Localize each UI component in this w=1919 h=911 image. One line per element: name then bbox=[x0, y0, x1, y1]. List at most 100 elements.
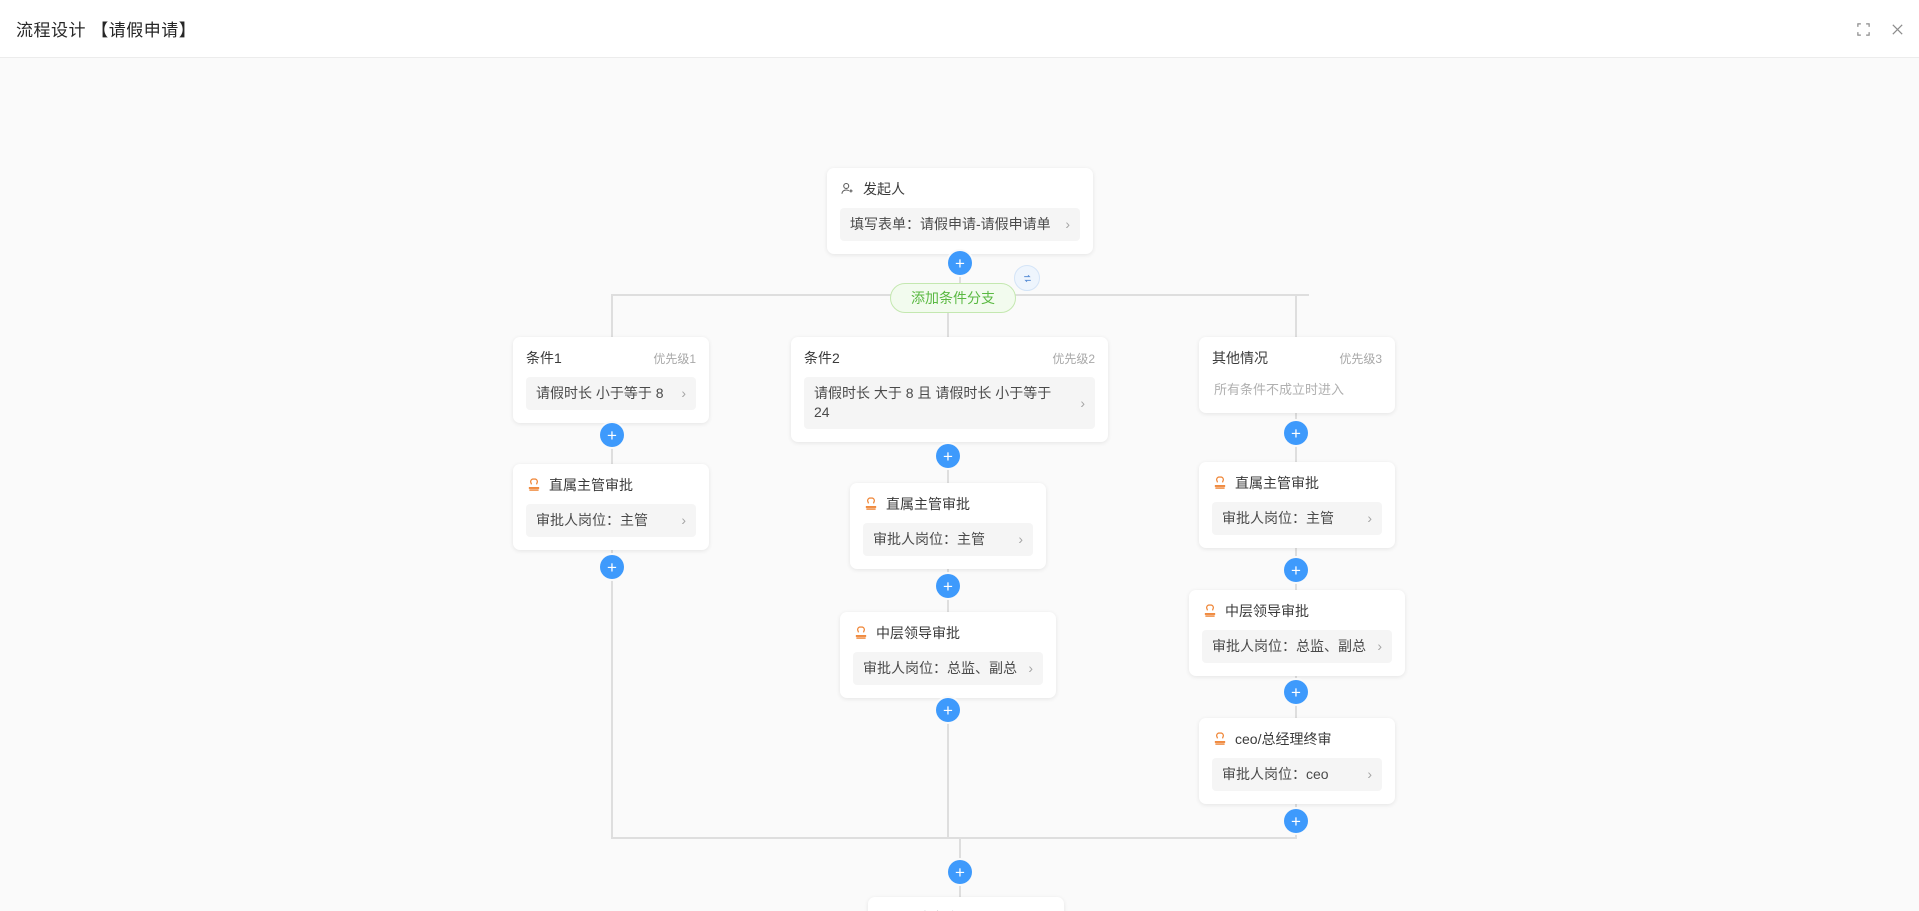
chevron-right-icon: › bbox=[1367, 766, 1372, 783]
node-start-title: 发起人 bbox=[863, 181, 905, 197]
node-right-approval-3-header: ceo/总经理终审 bbox=[1212, 729, 1382, 749]
add-node-button-right-2[interactable]: + bbox=[1284, 558, 1308, 582]
flow-canvas[interactable]: 发起人 填写表单：请假申请-请假申请单 › 添加条件分支 条件1 优先级1 请假… bbox=[0, 58, 1919, 911]
chevron-right-icon: › bbox=[1367, 510, 1372, 527]
plus-icon: + bbox=[943, 446, 953, 466]
condition-3-header: 其他情况 优先级3 bbox=[1212, 348, 1382, 368]
connector-split-right bbox=[1295, 294, 1297, 337]
node-right-approval-2-title: 中层领导审批 bbox=[1225, 603, 1309, 619]
plus-icon: + bbox=[607, 425, 617, 445]
condition-3-priority: 优先级3 bbox=[1339, 352, 1382, 366]
condition-3-title: 其他情况 bbox=[1212, 350, 1268, 366]
connector-split-left bbox=[611, 294, 613, 337]
connector-left-1 bbox=[611, 413, 613, 484]
stamp-icon bbox=[863, 496, 879, 512]
add-node-button-left-2[interactable]: + bbox=[600, 555, 624, 579]
add-condition-branch-button[interactable]: 添加条件分支 bbox=[890, 283, 1016, 313]
stamp-icon bbox=[1202, 603, 1218, 619]
chevron-right-icon: › bbox=[681, 385, 686, 402]
connector-right-1 bbox=[1295, 411, 1297, 482]
node-right-approval-1-header: 直属主管审批 bbox=[1212, 473, 1382, 493]
node-end-hr-record[interactable]: 人事备案 审批人岗位：人事 › bbox=[868, 897, 1064, 911]
condition-1-body[interactable]: 请假时长 小于等于 8 › bbox=[526, 377, 696, 410]
node-mid-approval-1-title: 直属主管审批 bbox=[886, 496, 970, 512]
add-node-button-left-1[interactable]: + bbox=[600, 423, 624, 447]
node-right-approval-1[interactable]: 直属主管审批 审批人岗位：主管 › bbox=[1199, 462, 1395, 548]
plus-icon: + bbox=[955, 253, 965, 273]
node-mid-approval-2[interactable]: 中层领导审批 审批人岗位：总监、副总 › bbox=[840, 612, 1056, 698]
node-right-approval-2-header: 中层领导审批 bbox=[1202, 601, 1392, 621]
node-right-approval-3-body[interactable]: 审批人岗位：ceo › bbox=[1212, 758, 1382, 791]
node-mid-approval-1-header: 直属主管审批 bbox=[863, 494, 1033, 514]
window-titlebar: 流程设计 【请假申请】 bbox=[0, 0, 1919, 58]
condition-2-body[interactable]: 请假时长 大于 8 且 请假时长 小于等于 24 › bbox=[804, 377, 1095, 429]
node-right-approval-2-role: 审批人岗位：总监、副总 bbox=[1212, 638, 1366, 654]
condition-1-title: 条件1 bbox=[526, 350, 562, 366]
add-node-button-mid-1[interactable]: + bbox=[936, 444, 960, 468]
node-mid-approval-2-header: 中层领导审批 bbox=[853, 623, 1043, 643]
node-left-approval-1-role: 审批人岗位：主管 bbox=[536, 512, 648, 528]
plus-icon: + bbox=[955, 862, 965, 882]
plus-icon: + bbox=[1291, 811, 1301, 831]
plus-icon: + bbox=[1291, 560, 1301, 580]
node-left-approval-1-header: 直属主管审批 bbox=[526, 475, 696, 495]
chevron-right-icon: › bbox=[1028, 660, 1033, 677]
node-right-approval-3[interactable]: ceo/总经理终审 审批人岗位：ceo › bbox=[1199, 718, 1395, 804]
node-right-approval-3-role: 审批人岗位：ceo bbox=[1222, 766, 1329, 782]
swap-icon[interactable] bbox=[1014, 265, 1040, 291]
plus-icon: + bbox=[1291, 423, 1301, 443]
chevron-right-icon: › bbox=[1018, 531, 1023, 548]
node-right-approval-2[interactable]: 中层领导审批 审批人岗位：总监、副总 › bbox=[1189, 590, 1405, 676]
plus-icon: + bbox=[943, 576, 953, 596]
add-condition-branch-label: 添加条件分支 bbox=[911, 290, 995, 306]
node-start-header: 发起人 bbox=[840, 179, 1080, 199]
node-mid-approval-2-body[interactable]: 审批人岗位：总监、副总 › bbox=[853, 652, 1043, 685]
add-node-button-after-merge[interactable]: + bbox=[948, 860, 972, 884]
stamp-icon bbox=[1212, 475, 1228, 491]
node-condition-1[interactable]: 条件1 优先级1 请假时长 小于等于 8 › bbox=[513, 337, 709, 423]
add-node-button-right-3[interactable]: + bbox=[1284, 680, 1308, 704]
node-right-approval-1-title: 直属主管审批 bbox=[1235, 475, 1319, 491]
add-node-button-right-4[interactable]: + bbox=[1284, 809, 1308, 833]
node-left-approval-1[interactable]: 直属主管审批 审批人岗位：主管 › bbox=[513, 464, 709, 550]
connector-mid-3 bbox=[947, 685, 949, 838]
node-condition-3[interactable]: 其他情况 优先级3 所有条件不成立时进入 bbox=[1199, 337, 1395, 413]
close-icon[interactable] bbox=[1889, 21, 1905, 37]
node-condition-2[interactable]: 条件2 优先级2 请假时长 大于 8 且 请假时长 小于等于 24 › bbox=[791, 337, 1108, 442]
node-mid-approval-2-role: 审批人岗位：总监、副总 bbox=[863, 660, 1017, 676]
plus-icon: + bbox=[1291, 682, 1301, 702]
node-start[interactable]: 发起人 填写表单：请假申请-请假申请单 › bbox=[827, 168, 1093, 254]
add-node-button-mid-3[interactable]: + bbox=[936, 698, 960, 722]
chevron-right-icon: › bbox=[1377, 638, 1382, 655]
add-node-button-mid-2[interactable]: + bbox=[936, 574, 960, 598]
stamp-icon bbox=[526, 477, 542, 493]
plus-icon: + bbox=[607, 557, 617, 577]
compress-icon[interactable] bbox=[1855, 21, 1871, 37]
plus-icon: + bbox=[943, 700, 953, 720]
add-node-button-after-start[interactable]: + bbox=[948, 251, 972, 275]
node-right-approval-1-role: 审批人岗位：主管 bbox=[1222, 510, 1334, 526]
chevron-right-icon: › bbox=[681, 512, 686, 529]
node-right-approval-2-body[interactable]: 审批人岗位：总监、副总 › bbox=[1202, 630, 1392, 663]
node-right-approval-3-title: ceo/总经理终审 bbox=[1235, 731, 1332, 747]
node-right-approval-1-body[interactable]: 审批人岗位：主管 › bbox=[1212, 502, 1382, 535]
node-left-approval-1-title: 直属主管审批 bbox=[549, 477, 633, 493]
connector-merge-bar bbox=[611, 837, 1297, 839]
node-start-body[interactable]: 填写表单：请假申请-请假申请单 › bbox=[840, 208, 1080, 241]
flow-nodes: 发起人 填写表单：请假申请-请假申请单 › 添加条件分支 条件1 优先级1 请假… bbox=[0, 58, 1919, 911]
condition-2-header: 条件2 优先级2 bbox=[804, 348, 1095, 368]
node-start-form: 填写表单：请假申请-请假申请单 bbox=[850, 216, 1051, 232]
node-mid-approval-1[interactable]: 直属主管审批 审批人岗位：主管 › bbox=[850, 483, 1046, 569]
condition-2-priority: 优先级2 bbox=[1052, 352, 1095, 366]
add-node-button-right-1[interactable]: + bbox=[1284, 421, 1308, 445]
stamp-icon bbox=[1212, 731, 1228, 747]
node-mid-approval-1-role: 审批人岗位：主管 bbox=[873, 531, 985, 547]
connector-split-mid bbox=[947, 294, 949, 337]
node-left-approval-1-body[interactable]: 审批人岗位：主管 › bbox=[526, 504, 696, 537]
node-mid-approval-1-body[interactable]: 审批人岗位：主管 › bbox=[863, 523, 1033, 556]
chevron-right-icon: › bbox=[1065, 216, 1070, 233]
page-title: 流程设计 【请假申请】 bbox=[16, 21, 197, 40]
chevron-right-icon: › bbox=[1080, 394, 1085, 411]
condition-2-title: 条件2 bbox=[804, 350, 840, 366]
condition-1-priority: 优先级1 bbox=[653, 352, 696, 366]
